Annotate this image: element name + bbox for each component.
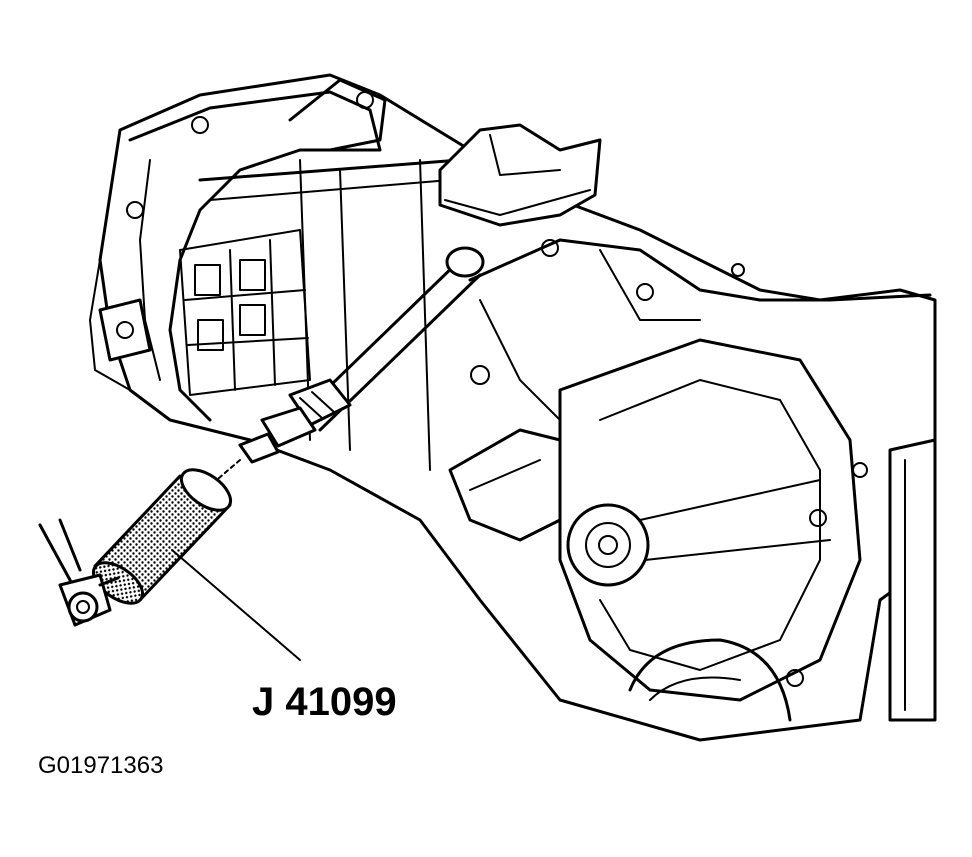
transmission-case [89,73,937,742]
special-tool-j41099 [92,468,232,605]
figure-id: G01971363 [38,752,164,779]
alignment-line [204,459,241,491]
speed-sensor-fitting [238,378,352,464]
drive-handle [38,518,120,627]
callout-leader-line [171,549,301,661]
tool-callout-label: J 41099 [252,680,397,724]
